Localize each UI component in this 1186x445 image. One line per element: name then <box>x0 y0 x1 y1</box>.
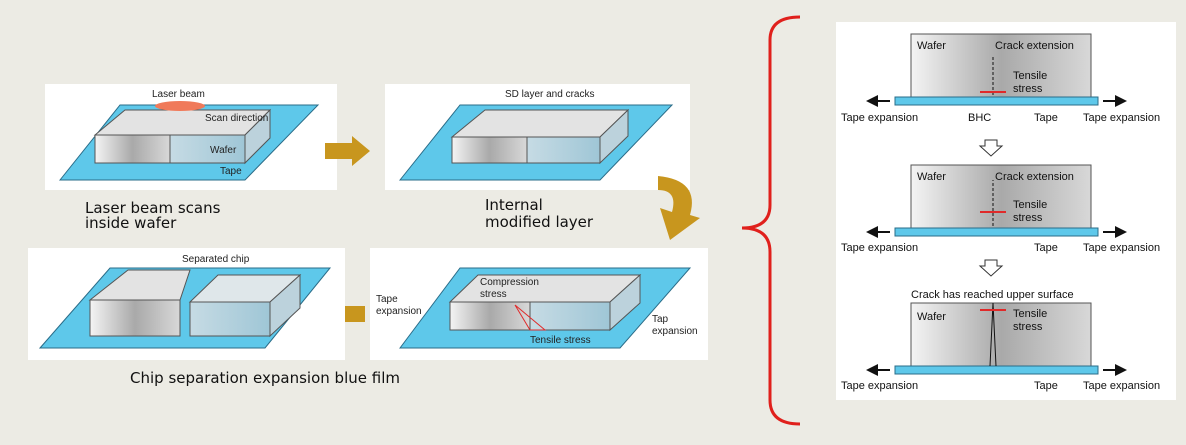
tap-expansion-label: Tap <box>652 314 669 325</box>
tape-expansion-label: Tape expansion <box>1083 242 1160 254</box>
tensile-stress-label: Tensile stress <box>530 335 591 346</box>
separated-chip-label: Separated chip <box>182 254 250 265</box>
tape-expansion-label: Tape expansion <box>1083 380 1160 392</box>
crack-reached-label: Crack has reached upper surface <box>911 289 1074 301</box>
tensile-label: stress <box>1013 321 1043 333</box>
tape-expansion-label: Tape expansion <box>841 380 918 392</box>
tensile-label: Tensile <box>1013 308 1047 320</box>
compression-label: Compression <box>480 277 539 288</box>
step-laser-scan: Laser beam Scan direction Wafer Tape <box>45 84 337 190</box>
crack-extension-label: Crack extension <box>995 171 1074 183</box>
tensile-label: Tensile <box>1013 199 1047 211</box>
tape-expansion-label: Tape expansion <box>1083 112 1160 124</box>
laser-beam-label: Laser beam <box>152 89 205 100</box>
down-arrow-icon <box>978 259 1004 277</box>
step-internal-layer: SD layer and cracks <box>385 84 690 190</box>
wafer-label: Wafer <box>917 311 946 323</box>
step2-caption: modified layer <box>485 213 594 231</box>
tape-expansion-label: Tape <box>376 294 398 305</box>
tape-expansion-label: Tape expansion <box>841 242 918 254</box>
tensile-label: Tensile <box>1013 70 1047 82</box>
curved-arrow-icon <box>658 176 700 240</box>
step4-caption: Chip separation expansion blue film <box>130 369 400 387</box>
tape-expansion-label: expansion <box>376 306 422 317</box>
wafer-label: Wafer <box>917 40 946 52</box>
tape-label: Tape <box>1034 112 1058 124</box>
scan-direction-label: Scan direction <box>205 113 268 124</box>
stage-1: Wafer Crack extension Tensile stress Tap… <box>841 33 1160 124</box>
tensile-label: stress <box>1013 212 1043 224</box>
tap-expansion-label: expansion <box>652 326 698 337</box>
wafer-label: Wafer <box>917 171 946 183</box>
step2-caption: Internal <box>485 196 543 214</box>
step1-caption: inside wafer <box>85 214 177 232</box>
compression-label: stress <box>480 289 507 300</box>
stage-3: Crack has reached upper surface Wafer Te… <box>841 289 1160 392</box>
tensile-label: stress <box>1013 83 1043 95</box>
step-stress: Tape expansion Compression stress Tensil… <box>370 248 708 360</box>
arrow-right-icon <box>325 136 370 166</box>
tape-label: Tape <box>220 166 242 177</box>
sd-layer-label: SD layer and cracks <box>505 89 594 100</box>
stage-2: Wafer Crack extension Tensile stress Tap… <box>841 164 1160 254</box>
crack-extension-label: Crack extension <box>995 40 1074 52</box>
tape-label: Tape <box>1034 380 1058 392</box>
step1-caption: Laser beam scans <box>85 199 221 217</box>
step-separated: Separated chip <box>28 248 345 360</box>
crack-detail-panel: Wafer Crack extension Tensile stress Tap… <box>836 22 1176 400</box>
tape-label: Tape <box>1034 242 1058 254</box>
tape-expansion-label: Tape expansion <box>841 112 918 124</box>
brace <box>741 15 801 426</box>
down-arrow-icon <box>978 139 1004 157</box>
bhc-label: BHC <box>968 112 991 124</box>
wafer-label: Wafer <box>210 145 237 156</box>
